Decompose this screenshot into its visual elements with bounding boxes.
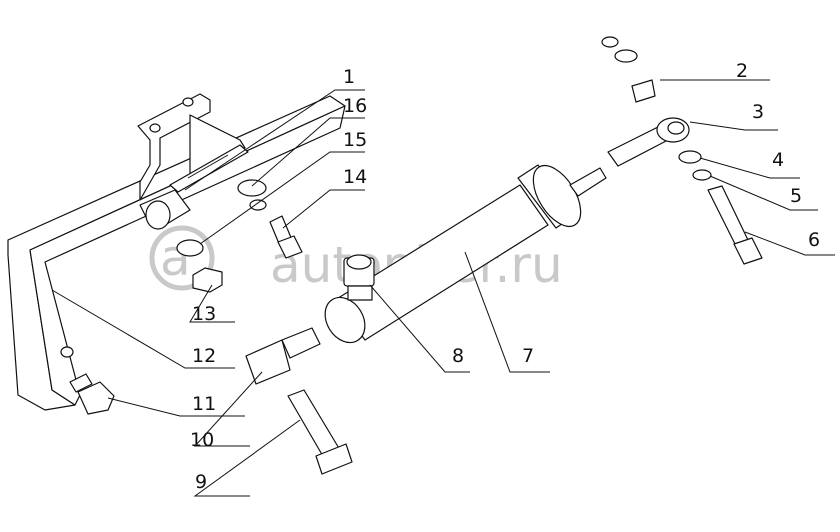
leader-9 xyxy=(193,419,301,497)
washer-5 xyxy=(692,169,712,181)
cylinder-fitting-nut xyxy=(347,285,373,301)
callout-13: 13 xyxy=(192,303,216,325)
rod-end-eye-hole xyxy=(667,121,685,135)
rod-end-3 xyxy=(607,117,690,167)
leader-8 xyxy=(369,284,470,373)
bolt-6 xyxy=(707,185,763,265)
cylinder-end-cap xyxy=(324,296,366,344)
watermark-logo-glyph: a xyxy=(160,229,191,287)
callout-5: 5 xyxy=(790,185,802,207)
leader-3 xyxy=(689,121,778,131)
washer-13 xyxy=(176,239,204,257)
callout-1: 1 xyxy=(343,66,355,88)
leader-6 xyxy=(744,231,835,256)
leader-4 xyxy=(699,157,800,179)
leader-7 xyxy=(464,251,550,373)
bracket-hole xyxy=(60,346,74,358)
bolt-9-head xyxy=(315,443,353,475)
watermark-logo-icon xyxy=(149,225,215,291)
leader-12 xyxy=(51,289,235,369)
bolt-9-shank xyxy=(287,389,341,459)
leader-11 xyxy=(107,397,245,417)
cylinder-fitting-top xyxy=(346,254,372,270)
callout-3: 3 xyxy=(752,101,764,123)
bolt-11-shank xyxy=(69,373,93,393)
pin-10 xyxy=(245,327,321,385)
leader-5 xyxy=(709,175,818,211)
nut-top xyxy=(601,36,619,48)
callout-8: 8 xyxy=(452,345,464,367)
bolt-11 xyxy=(69,373,115,415)
callout-12: 12 xyxy=(192,345,216,367)
bolt-6-head xyxy=(733,237,763,265)
bolt-9 xyxy=(287,389,353,475)
cylinder-7 xyxy=(324,164,607,344)
upper-bracket xyxy=(137,93,249,201)
bushing-2 xyxy=(631,79,656,103)
pin-10-shaft xyxy=(281,327,321,359)
callout-6: 6 xyxy=(808,229,820,251)
callout-15: 15 xyxy=(343,129,367,151)
bracket-flange xyxy=(29,105,346,406)
upper-bracket-slot xyxy=(187,154,229,179)
bolt-6-shank xyxy=(707,185,749,247)
leader-lines xyxy=(51,79,835,497)
leader-10 xyxy=(193,371,263,447)
callout-14: 14 xyxy=(343,166,367,188)
leader-13 xyxy=(189,284,235,323)
upper-bracket-web xyxy=(189,114,246,181)
callout-7: 7 xyxy=(522,345,534,367)
washer-top xyxy=(614,49,638,63)
bushing-block-face xyxy=(145,200,171,230)
callout-labels: 1 2 3 4 5 6 7 8 9 10 11 12 13 14 15 16 xyxy=(190,60,820,493)
bolt-14-head xyxy=(277,235,303,259)
bushing-block xyxy=(139,189,191,230)
callout-16: 16 xyxy=(343,95,367,117)
callout-10: 10 xyxy=(190,429,214,451)
leader-1 xyxy=(184,89,365,191)
upper-bracket-hole-2 xyxy=(182,97,194,107)
mounting-bracket xyxy=(7,95,346,411)
callout-2: 2 xyxy=(736,60,748,82)
callout-4: 4 xyxy=(772,149,784,171)
bolt-14 xyxy=(269,215,303,259)
leader-15 xyxy=(199,151,365,245)
leader-14 xyxy=(282,189,365,229)
pin-10-block xyxy=(245,339,291,385)
nut-13 xyxy=(192,267,223,293)
upper-bracket-hole xyxy=(149,123,161,133)
washer-16 xyxy=(237,179,267,197)
leader-16 xyxy=(251,117,365,187)
callout-11: 11 xyxy=(192,393,216,415)
washer-15 xyxy=(249,199,267,211)
washer-4 xyxy=(678,150,702,164)
piston-rod xyxy=(569,167,607,197)
bolt-11-head xyxy=(77,381,115,415)
callout-9: 9 xyxy=(195,471,207,493)
